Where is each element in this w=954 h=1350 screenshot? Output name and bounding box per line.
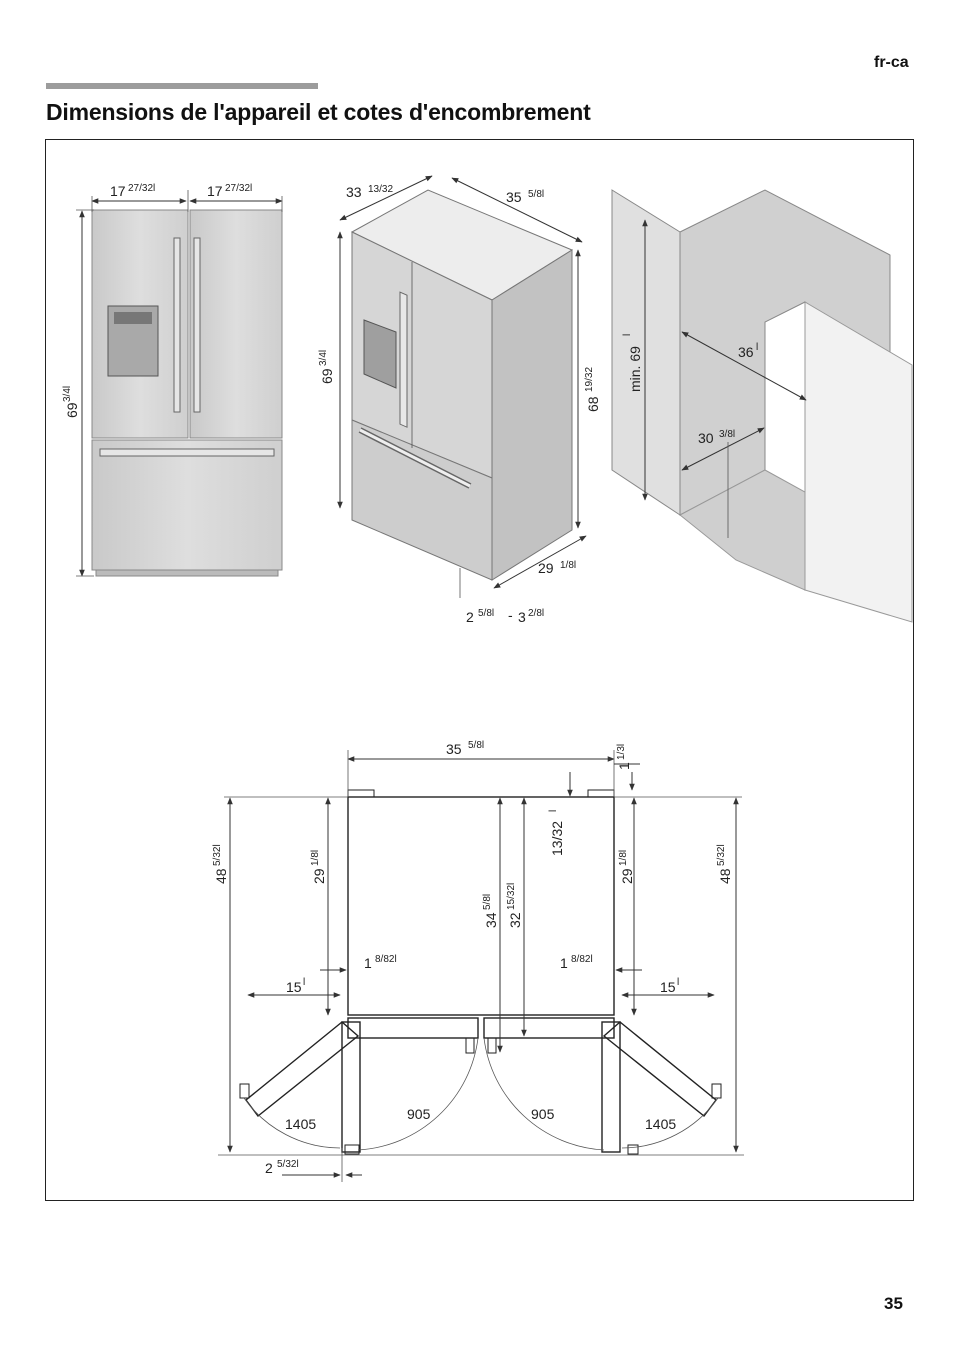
plan-body-left-value: 29 bbox=[311, 868, 327, 884]
front-height-value: 69 bbox=[64, 402, 80, 418]
front-width-right-value: 17 bbox=[207, 183, 223, 199]
plan-hinge-left-value: 1 bbox=[364, 955, 372, 971]
iso-width-top-fraction: 5/8l bbox=[528, 189, 544, 200]
header-rule bbox=[46, 83, 318, 89]
iso-feet-b-value: 3 bbox=[518, 609, 526, 625]
plan-foot-fraction: 5/32l bbox=[277, 1159, 299, 1170]
plan-open-depth-fraction: 5/8l bbox=[482, 894, 493, 910]
iso-height-right-value: 68 bbox=[585, 396, 601, 412]
plan-angle-905-left: 905 bbox=[407, 1106, 431, 1122]
iso-width-top-value: 35 bbox=[506, 189, 522, 205]
plan-side-left-value: 15 bbox=[286, 979, 302, 995]
figure-frame bbox=[45, 139, 914, 1201]
front-width-left-fraction: 27/32l bbox=[128, 183, 155, 194]
iso-height-left-value: 69 bbox=[319, 368, 335, 384]
plan-body-left-fraction: 1/8l bbox=[310, 850, 321, 866]
plan-door-gap-fraction: l bbox=[548, 810, 559, 812]
page-title: Dimensions de l'appareil et cotes d'enco… bbox=[46, 99, 591, 125]
plan-handle-depth-fraction: 15/32l bbox=[506, 883, 517, 910]
iso-height-left-fraction: 3/4l bbox=[318, 350, 329, 366]
page-number: 35 bbox=[884, 1294, 903, 1313]
plan-width-fraction: 5/8l bbox=[468, 740, 484, 751]
plan-body-right-value: 29 bbox=[619, 868, 635, 884]
niche-width-fraction: l bbox=[756, 342, 758, 353]
plan-top-gap-fraction: 1/3l bbox=[616, 744, 627, 760]
iso-feet-separator: - bbox=[508, 607, 513, 623]
plan-side-left-fraction: l bbox=[303, 977, 305, 988]
iso-depth-top-value: 33 bbox=[346, 184, 362, 200]
language-code: fr-ca bbox=[874, 54, 909, 71]
plan-total-right-fraction: 5/32l bbox=[716, 844, 727, 866]
front-height-fraction: 3/4l bbox=[62, 386, 73, 402]
niche-depth-value: 30 bbox=[698, 430, 714, 446]
iso-depth-bottom-fraction: 1/8l bbox=[560, 560, 576, 571]
plan-total-left-value: 48 bbox=[213, 868, 229, 884]
plan-width-value: 35 bbox=[446, 741, 462, 757]
plan-hinge-right-value: 1 bbox=[560, 955, 568, 971]
front-width-left-value: 17 bbox=[110, 183, 126, 199]
isometric-view-drawing bbox=[337, 175, 587, 598]
plan-hinge-right-fraction: 8/82l bbox=[571, 954, 593, 965]
plan-hinge-left-fraction: 8/82l bbox=[375, 954, 397, 965]
iso-height-right-fraction: 19/32 bbox=[584, 367, 595, 392]
plan-side-right-value: 15 bbox=[660, 979, 676, 995]
plan-angle-1405-left: 1405 bbox=[285, 1116, 316, 1132]
plan-open-depth-value: 34 bbox=[483, 912, 499, 928]
iso-feet-a-value: 2 bbox=[466, 609, 474, 625]
iso-feet-a-fraction: 5/8l bbox=[478, 608, 494, 619]
iso-depth-bottom-value: 29 bbox=[538, 560, 554, 576]
plan-total-left-fraction: 5/32l bbox=[212, 844, 223, 866]
plan-side-right-fraction: l bbox=[677, 977, 679, 988]
iso-depth-top-fraction: 13/32 bbox=[368, 184, 393, 195]
plan-angle-1405-right: 1405 bbox=[645, 1116, 676, 1132]
front-view-drawing bbox=[76, 190, 283, 577]
plan-view-drawing bbox=[218, 750, 744, 1182]
niche-height-value: min. 69 bbox=[627, 346, 643, 392]
niche-width-value: 36 bbox=[738, 344, 754, 360]
plan-body-right-fraction: 1/8l bbox=[618, 850, 629, 866]
plan-total-right-value: 48 bbox=[717, 868, 733, 884]
plan-angle-905-right: 905 bbox=[531, 1106, 555, 1122]
plan-door-gap-value: 13/32 bbox=[549, 821, 565, 856]
niche-view-drawing bbox=[611, 189, 913, 623]
plan-top-gap-value: 1 bbox=[616, 762, 632, 770]
iso-feet-b-fraction: 2/8l bbox=[528, 608, 544, 619]
front-width-right-fraction: 27/32l bbox=[225, 183, 252, 194]
plan-foot-value: 2 bbox=[265, 1160, 273, 1176]
niche-height-fraction: l bbox=[622, 334, 633, 336]
niche-depth-fraction: 3/8l bbox=[719, 429, 735, 440]
plan-handle-depth-value: 32 bbox=[507, 912, 523, 928]
